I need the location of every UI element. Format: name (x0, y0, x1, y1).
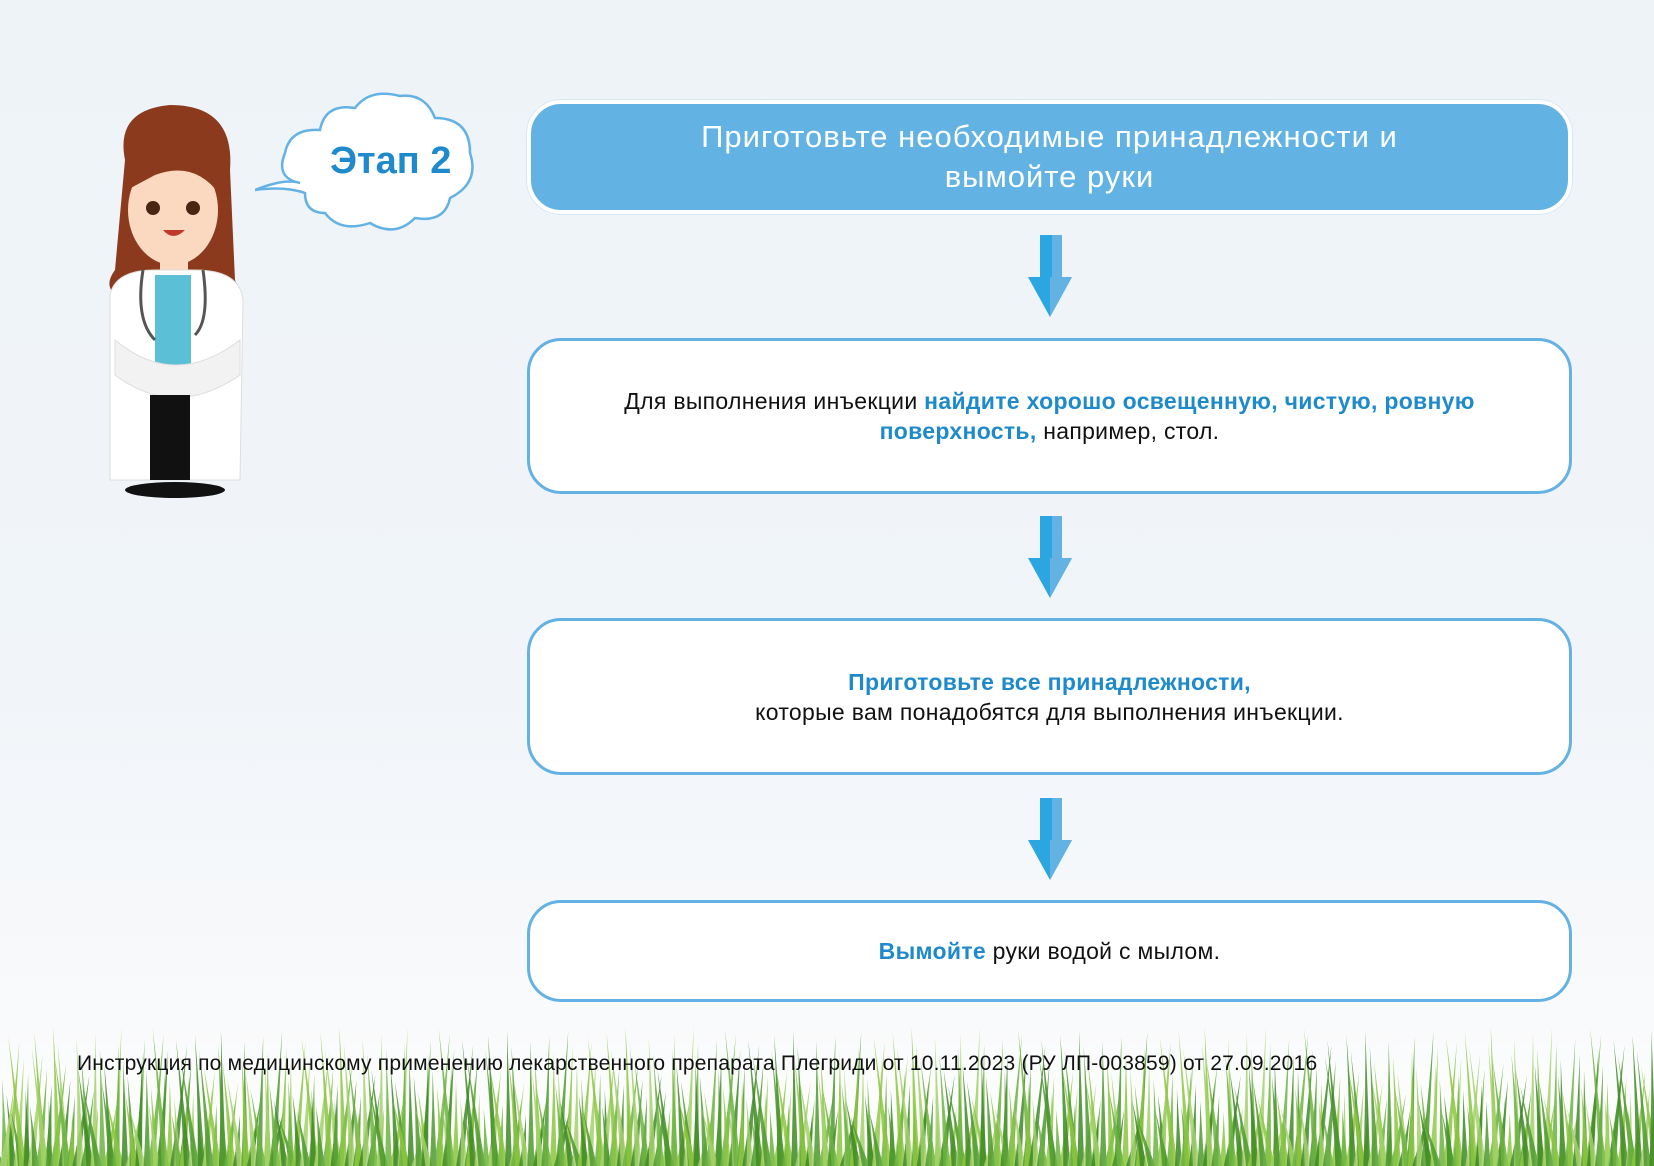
step-prepare-supplies: Приготовьте все принадлежности, которые в… (527, 618, 1572, 775)
step-text: например, стол. (1036, 418, 1220, 444)
speech-cloud (255, 92, 474, 231)
step-header: Приготовьте необходимые принадлежности и… (527, 100, 1572, 214)
grass-decoration (0, 1027, 1654, 1166)
arrow-down-icon (1028, 798, 1072, 880)
step-highlight: найдите хорошо освещенную, чистую, ровну… (879, 388, 1475, 444)
step-find-surface: Для выполнения инъекции найдите хорошо о… (527, 338, 1572, 494)
step-highlight: Вымойте (878, 938, 986, 964)
footer-reference: Инструкция по медицинскому применению ле… (77, 1052, 1318, 1075)
step-text: руки водой с мылом. (985, 938, 1221, 964)
step-highlight: Приготовьте все принадлежности, (848, 668, 1251, 695)
step-text: Для выполнения инъекции (624, 388, 925, 414)
header-title-line2: вымойте руки (944, 159, 1155, 194)
arrow-down-icon (1028, 235, 1072, 317)
step-text: которые вам понадобятся для выполнения и… (755, 698, 1344, 725)
stage-label: Этап 2 (330, 140, 452, 182)
step-wash-hands: Вымойте руки водой с мылом. (527, 900, 1572, 1002)
arrow-down-icon (1028, 516, 1072, 598)
header-title-line1: Приготовьте необходимые принадлежности и (701, 119, 1398, 154)
doctor-illustration (109, 105, 244, 498)
